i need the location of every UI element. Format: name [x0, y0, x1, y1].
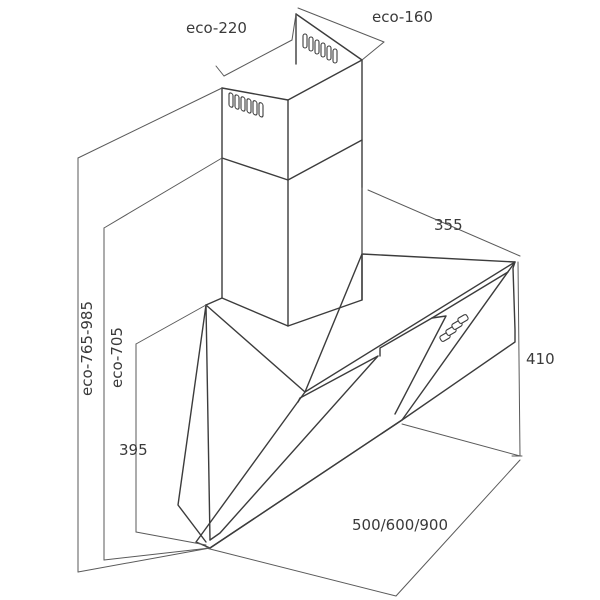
hood-body: [177, 253, 516, 543]
hood-top-left-edge: [205, 297, 223, 306]
chimney-vent-right: [302, 33, 338, 64]
chimney-vent-left: [228, 92, 264, 118]
label-chimney-depth: eco-160: [372, 8, 433, 26]
upper-chimney-back-top: [295, 13, 363, 61]
hood-left-panel: [177, 304, 207, 543]
upper-chimney-top-edge: [221, 59, 363, 101]
glass-inner-edge: [209, 355, 379, 541]
glass-inner-edge-2: [379, 315, 447, 415]
label-hood-depth: 355: [434, 216, 463, 234]
label-total-height-short: eco-705: [108, 327, 126, 388]
chimney: [221, 13, 363, 327]
label-glass-height: 410: [526, 350, 555, 368]
glass-outer: [195, 261, 516, 549]
label-total-height-range: eco-765-985: [78, 301, 96, 396]
glass-panel: [195, 261, 516, 549]
lower-chimney-left-face: [221, 157, 289, 327]
glass-lower-edge: [209, 419, 403, 549]
upper-chimney-right-face: [287, 59, 363, 181]
dimension-lines: [77, 7, 523, 597]
upper-chimney-left-face: [221, 87, 289, 181]
hood-right-panel: [401, 261, 516, 421]
hood-back-diagonal: [205, 304, 211, 541]
label-base-height: 395: [119, 441, 148, 459]
lower-chimney-right-face: [287, 139, 363, 327]
control-button-4[interactable]: [457, 314, 469, 324]
label-hood-widths: 500/600/900: [352, 516, 448, 534]
glass-divider: [431, 271, 509, 319]
dimension-labels: eco-220 eco-160 355 410 395 eco-705 eco-…: [78, 8, 555, 534]
hood-top-diagonal: [205, 304, 306, 393]
control-panel: [439, 314, 469, 342]
label-chimney-width: eco-220: [186, 19, 247, 37]
hood-top-rear: [304, 253, 363, 393]
